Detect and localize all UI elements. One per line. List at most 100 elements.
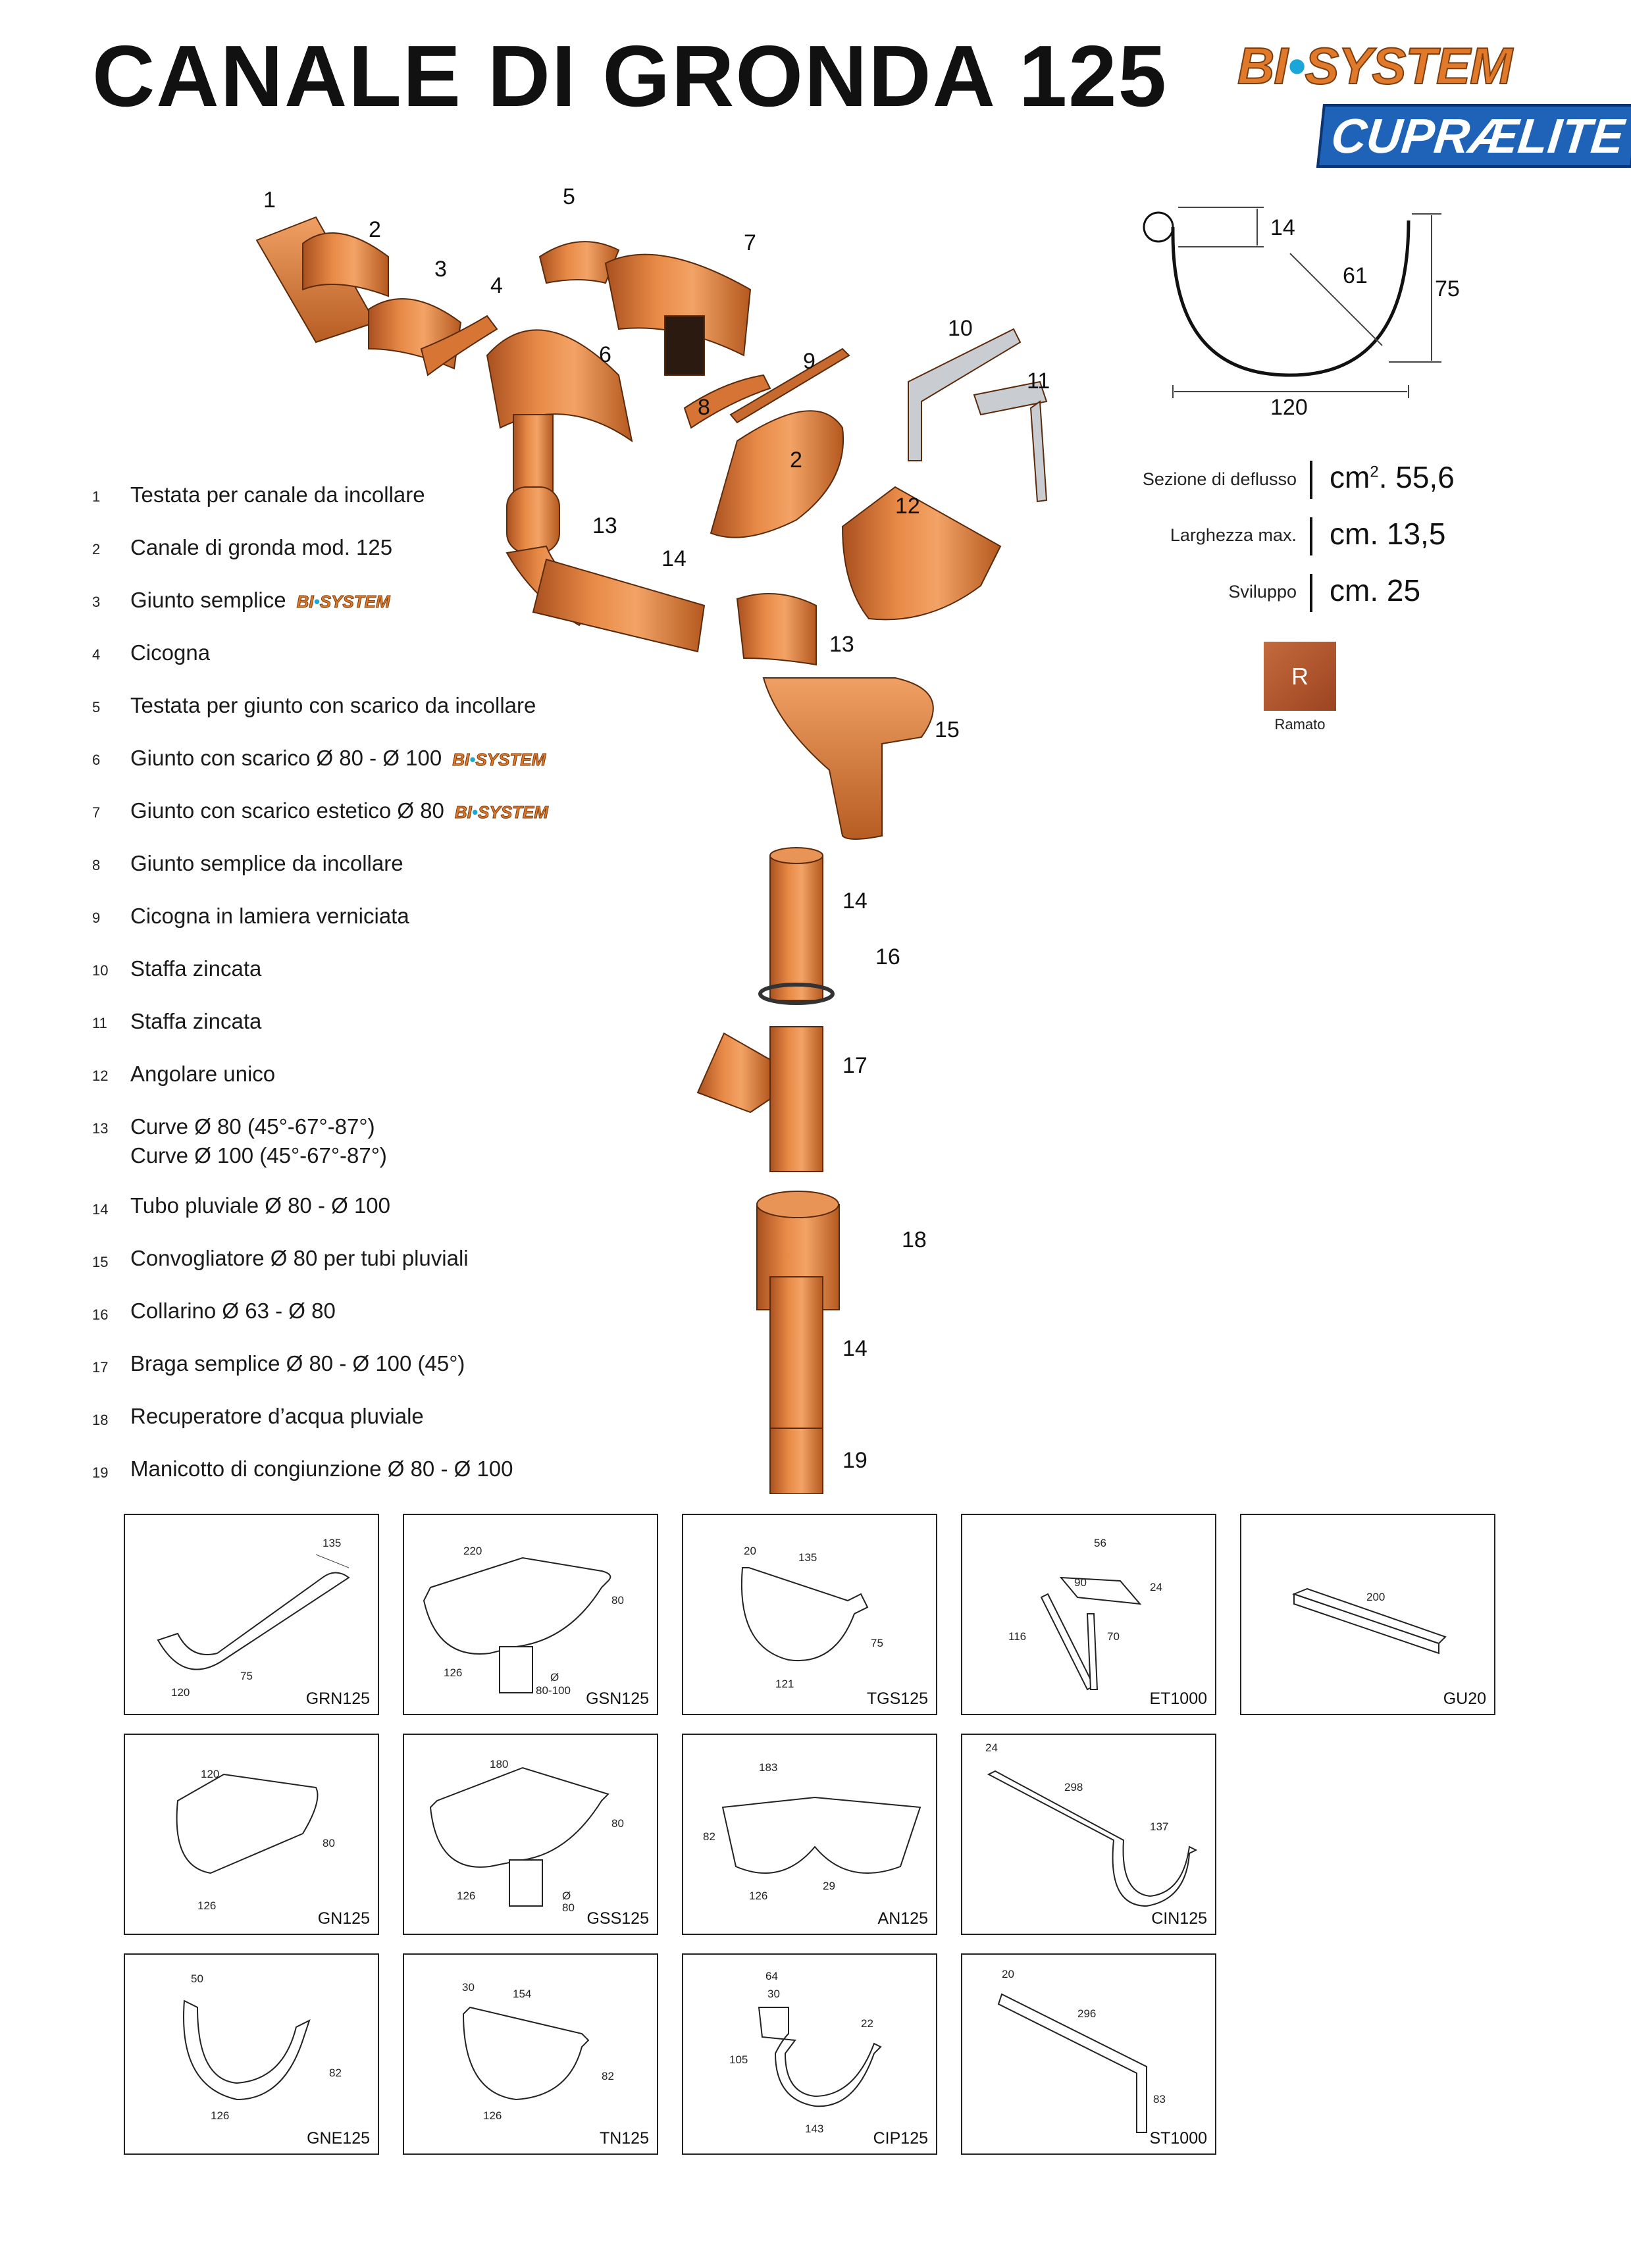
product-code: ET1000 bbox=[1149, 1689, 1207, 1708]
svg-text:183: 183 bbox=[759, 1761, 777, 1774]
svg-text:24: 24 bbox=[985, 1741, 998, 1754]
svg-text:120: 120 bbox=[171, 1686, 190, 1699]
svg-text:20: 20 bbox=[744, 1545, 756, 1557]
legend-number: 1 bbox=[92, 488, 101, 505]
svg-text:83: 83 bbox=[1153, 2093, 1166, 2105]
legend-text: Testata per giunto con scarico da incoll… bbox=[130, 693, 536, 717]
callout-labels: 1 2 3 4 5 6 7 8 9 10 11 2 12 13 14 13 15… bbox=[263, 184, 1050, 1473]
spec-label-width: Larghezza max. bbox=[1170, 525, 1297, 545]
product-card-gne125: 50 82 126 GNE125 bbox=[124, 1953, 379, 2155]
callout-14b: 14 bbox=[842, 889, 867, 914]
legend-number: 6 bbox=[92, 752, 101, 768]
product-card-et1000: 56 90 24 116 70 ET1000 bbox=[961, 1514, 1216, 1715]
legend-number: 11 bbox=[92, 1015, 107, 1031]
svg-text:82: 82 bbox=[329, 2067, 342, 2079]
product-code: TN125 bbox=[599, 2129, 649, 2148]
legend-text: Angolare unico bbox=[130, 1062, 276, 1086]
product-code: GSN125 bbox=[586, 1689, 649, 1708]
svg-text:135: 135 bbox=[798, 1551, 817, 1564]
svg-text:296: 296 bbox=[1077, 2007, 1096, 2020]
svg-text:75: 75 bbox=[240, 1670, 253, 1682]
legend-text: Giunto semplice da incollare bbox=[130, 851, 403, 875]
product-card-gn125: 120 80 126 GN125 bbox=[124, 1734, 379, 1935]
product-code: GU20 bbox=[1443, 1689, 1486, 1708]
spec-divider bbox=[1310, 574, 1312, 612]
legend-text: Collarino Ø 63 - Ø 80 bbox=[130, 1299, 336, 1323]
legend-text: Tubo pluviale Ø 80 - Ø 100 bbox=[130, 1193, 391, 1218]
product-code: CIN125 bbox=[1151, 1909, 1207, 1928]
legend-number: 9 bbox=[92, 910, 101, 926]
product-card-tn125: 30 154 82 126 TN125 bbox=[403, 1953, 658, 2155]
svg-text:75: 75 bbox=[871, 1637, 883, 1649]
svg-text:135: 135 bbox=[323, 1537, 341, 1549]
legend-number: 4 bbox=[92, 646, 101, 663]
color-swatch-ramato: R bbox=[1264, 642, 1336, 711]
svg-text:Ø: Ø bbox=[550, 1671, 559, 1684]
product-card-tgs125: 20 135 75 121 TGS125 bbox=[682, 1514, 937, 1715]
callout-16: 16 bbox=[875, 944, 900, 969]
gutter-parts bbox=[255, 216, 1048, 1494]
svg-text:154: 154 bbox=[513, 1988, 531, 2000]
spec-value-width: cm. 13,5 bbox=[1330, 517, 1446, 551]
product-code: GRN125 bbox=[305, 1689, 370, 1708]
svg-text:50: 50 bbox=[191, 1972, 203, 1985]
svg-text:116: 116 bbox=[1008, 1630, 1026, 1643]
svg-text:64: 64 bbox=[765, 1970, 778, 1982]
product-code: GN125 bbox=[317, 1909, 370, 1928]
svg-text:137: 137 bbox=[1150, 1820, 1168, 1833]
legend-text: Staffa zincata bbox=[130, 1009, 262, 1033]
svg-text:126: 126 bbox=[211, 2109, 229, 2122]
svg-text:121: 121 bbox=[775, 1678, 794, 1690]
spec-divider bbox=[1310, 461, 1312, 499]
svg-text:90: 90 bbox=[1074, 1576, 1087, 1589]
bisystem-badge: BI•SYSTEM bbox=[452, 750, 546, 770]
callout-19: 19 bbox=[842, 1448, 867, 1473]
product-code: CIP125 bbox=[873, 2129, 928, 2148]
product-card-gu20: 200 GU20 bbox=[1240, 1514, 1495, 1715]
svg-text:61: 61 bbox=[1343, 263, 1368, 288]
legend-number: 19 bbox=[92, 1464, 109, 1481]
svg-text:24: 24 bbox=[1150, 1581, 1162, 1593]
page-title: CANALE DI GRONDA 125 bbox=[92, 28, 1168, 124]
callout-13b: 13 bbox=[829, 632, 854, 657]
svg-text:80: 80 bbox=[562, 1901, 575, 1914]
svg-text:75: 75 bbox=[1435, 276, 1460, 301]
svg-text:126: 126 bbox=[457, 1890, 475, 1902]
svg-text:30: 30 bbox=[767, 1988, 780, 2000]
section-diagram: 14 61 75 120 bbox=[1143, 207, 1460, 418]
svg-text:82: 82 bbox=[703, 1830, 715, 1843]
callout-18: 18 bbox=[902, 1227, 927, 1252]
svg-text:Ø: Ø bbox=[562, 1890, 571, 1902]
spec-label-flow: Sezione di deflusso bbox=[1142, 469, 1297, 489]
legend-number: 5 bbox=[92, 699, 101, 715]
svg-text:143: 143 bbox=[805, 2123, 823, 2135]
product-card-grn125: 135 120 75 GRN125 bbox=[124, 1514, 379, 1715]
bisystem-badge: BI•SYSTEM bbox=[296, 592, 390, 612]
legend-number: 2 bbox=[92, 541, 101, 557]
svg-text:70: 70 bbox=[1107, 1630, 1120, 1643]
svg-text:82: 82 bbox=[602, 2070, 614, 2082]
svg-text:120: 120 bbox=[201, 1768, 219, 1780]
svg-text:126: 126 bbox=[444, 1666, 462, 1679]
product-card-gss125: 180 80 126 Ø 80 GSS125 bbox=[403, 1734, 658, 1935]
callout-9: 9 bbox=[803, 349, 816, 374]
product-code: TGS125 bbox=[866, 1689, 928, 1708]
legend-number: 3 bbox=[92, 594, 101, 610]
svg-text:14: 14 bbox=[1270, 215, 1295, 240]
svg-text:22: 22 bbox=[861, 2017, 873, 2030]
product-card-gsn125: 220 80 126 Ø 80-100 GSN125 bbox=[403, 1514, 658, 1715]
legend-text: Cicogna bbox=[130, 640, 211, 665]
svg-text:298: 298 bbox=[1064, 1781, 1083, 1793]
legend-text: Canale di gronda mod. 125 bbox=[130, 535, 393, 559]
product-card-st1000: 20 296 83 ST1000 bbox=[961, 1953, 1216, 2155]
svg-text:56: 56 bbox=[1094, 1537, 1106, 1549]
legend-number: 18 bbox=[92, 1412, 109, 1428]
legend-number: 16 bbox=[92, 1306, 109, 1323]
product-code: GSS125 bbox=[586, 1909, 649, 1928]
legend-text: Manicotto di congiunzione Ø 80 - Ø 100 bbox=[130, 1456, 513, 1481]
svg-text:30: 30 bbox=[462, 1981, 475, 1994]
spec-value-development: cm. 25 bbox=[1330, 573, 1421, 607]
